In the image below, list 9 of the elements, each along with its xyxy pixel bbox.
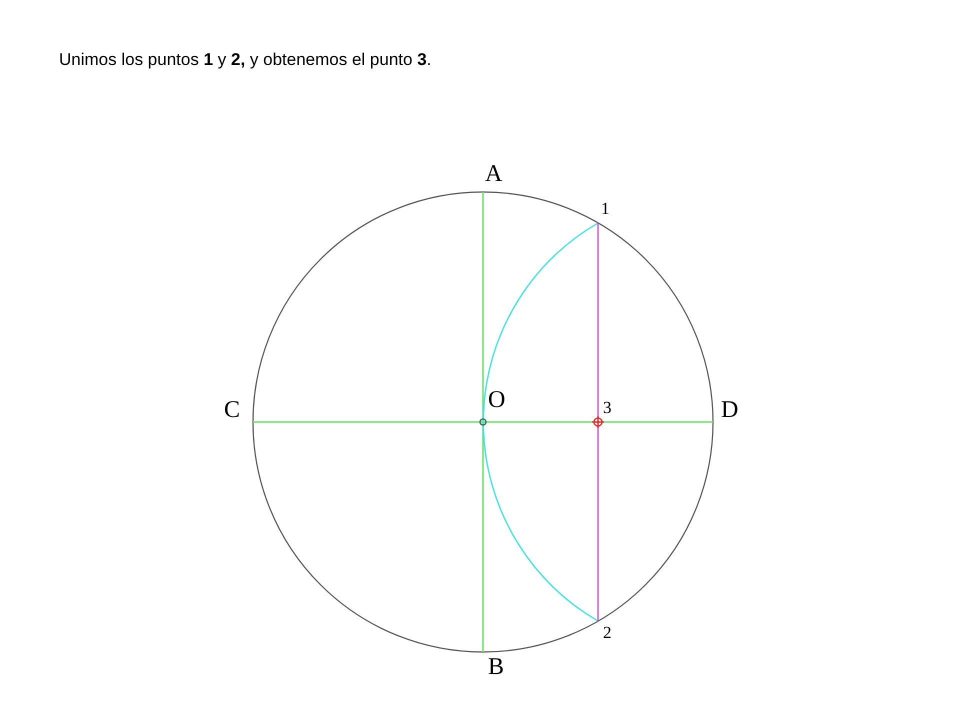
- point-number: 3: [603, 399, 612, 416]
- point-letter: D: [721, 398, 738, 422]
- point-number: 2: [603, 624, 612, 641]
- point-letter: B: [488, 655, 504, 679]
- point-letter: O: [488, 388, 506, 412]
- point-number: 1: [601, 200, 610, 217]
- instruction-text: Unimos los puntos 1 y 2, y obtenemos el punto 3.: [59, 50, 432, 70]
- point-letter: C: [224, 398, 240, 422]
- point-letter: A: [485, 162, 502, 186]
